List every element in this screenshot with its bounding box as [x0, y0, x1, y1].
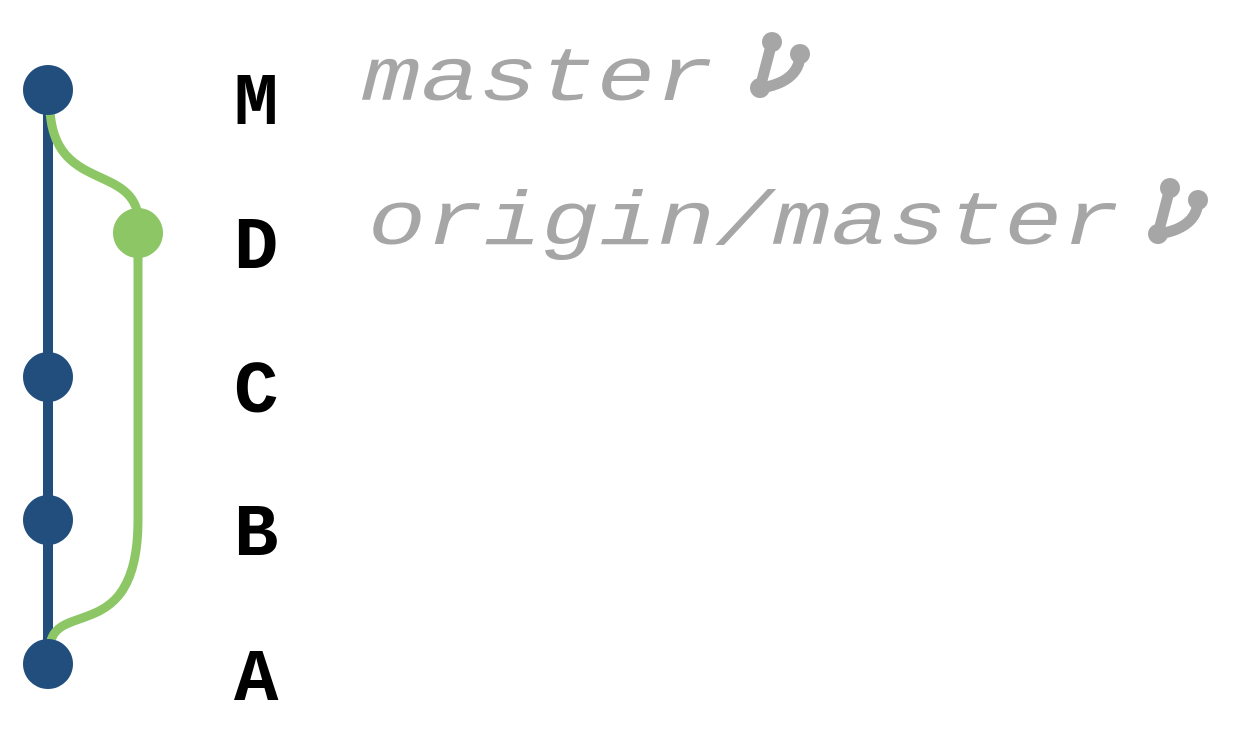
commit-node-b[interactable]: [23, 495, 73, 545]
commit-node-d[interactable]: [113, 208, 163, 258]
commit-label-b: B: [234, 494, 278, 578]
commit-label-m: M: [234, 63, 278, 147]
commit-label-d: D: [234, 207, 278, 291]
commit-node-c[interactable]: [23, 352, 73, 402]
branch-edge: [45, 105, 143, 650]
commit-label-c: C: [234, 351, 278, 435]
commit-node-m[interactable]: [23, 65, 73, 115]
commit-node-a[interactable]: [23, 639, 73, 689]
ref-label-origin-master: origin/master: [368, 181, 1120, 267]
branch-icon: [1148, 178, 1208, 244]
commit-label-a: A: [234, 639, 279, 723]
ref-label-master: master: [362, 37, 714, 123]
branch-icon: [750, 32, 810, 98]
